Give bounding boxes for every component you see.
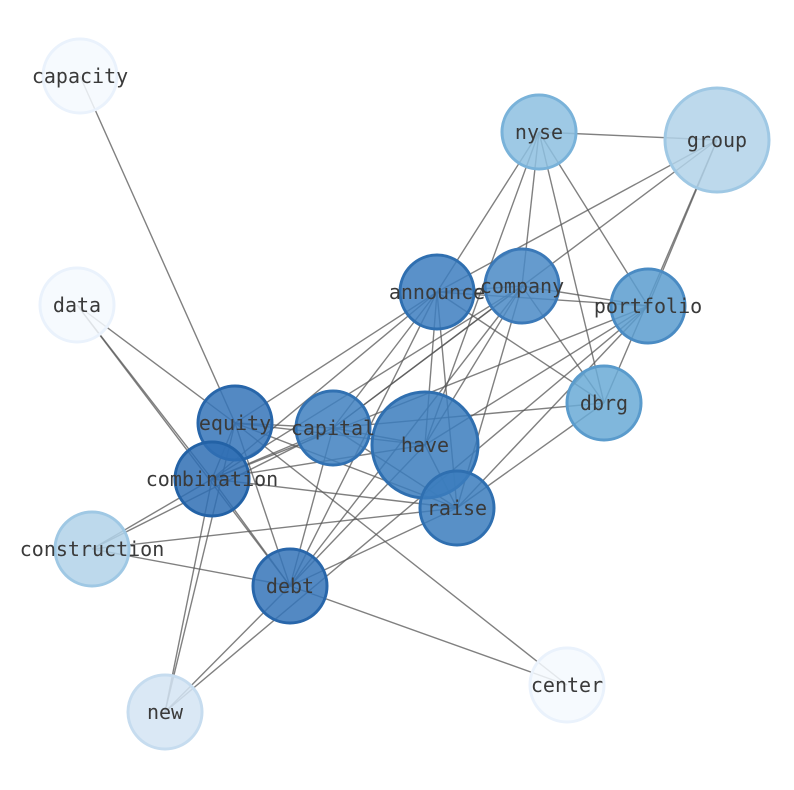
node-nyse[interactable] bbox=[500, 93, 578, 171]
node-capacity[interactable] bbox=[41, 37, 119, 115]
node-label-portfolio: portfolio bbox=[594, 294, 702, 318]
edge-nyse-dbrg bbox=[538, 131, 605, 404]
node-dbrg[interactable] bbox=[565, 364, 643, 442]
node-label-capital: capital bbox=[291, 416, 375, 440]
node-announce[interactable] bbox=[398, 253, 476, 331]
nodes-layer bbox=[38, 37, 771, 751]
edge-data-debt bbox=[76, 304, 291, 587]
edge-combination-new bbox=[164, 478, 213, 713]
node-label-have: have bbox=[401, 433, 449, 457]
node-construction[interactable] bbox=[53, 510, 131, 588]
node-label-group: group bbox=[687, 128, 747, 152]
edge-raise-construction bbox=[91, 507, 458, 550]
node-company[interactable] bbox=[483, 247, 561, 325]
node-center[interactable] bbox=[528, 646, 606, 724]
node-label-equity: equity bbox=[199, 411, 271, 435]
node-portfolio[interactable] bbox=[609, 267, 687, 345]
edge-capacity-equity bbox=[79, 75, 236, 424]
edge-portfolio-new bbox=[164, 305, 649, 713]
node-raise[interactable] bbox=[418, 469, 496, 547]
node-new[interactable] bbox=[126, 673, 204, 751]
node-label-data: data bbox=[53, 293, 101, 317]
node-capital[interactable] bbox=[294, 389, 372, 467]
node-combination[interactable] bbox=[173, 440, 251, 518]
node-label-nyse: nyse bbox=[515, 120, 563, 144]
node-label-capacity: capacity bbox=[32, 64, 128, 88]
node-label-company: company bbox=[480, 274, 564, 298]
edge-company-capital bbox=[332, 285, 523, 429]
edge-announce-equity bbox=[234, 291, 438, 424]
node-label-announce: announce bbox=[389, 280, 485, 304]
node-label-center: center bbox=[531, 673, 603, 697]
node-label-construction: construction bbox=[20, 537, 165, 561]
node-label-raise: raise bbox=[427, 496, 487, 520]
node-label-dbrg: dbrg bbox=[580, 391, 628, 415]
edge-debt-center bbox=[289, 585, 568, 686]
edge-combination-raise bbox=[211, 478, 458, 509]
node-debt[interactable] bbox=[251, 547, 329, 625]
node-label-debt: debt bbox=[266, 574, 314, 598]
node-label-combination: combination bbox=[146, 467, 278, 491]
node-group[interactable] bbox=[663, 86, 771, 194]
node-label-new: new bbox=[147, 700, 184, 724]
node-data[interactable] bbox=[38, 266, 116, 344]
edge-portfolio-raise bbox=[456, 305, 649, 509]
